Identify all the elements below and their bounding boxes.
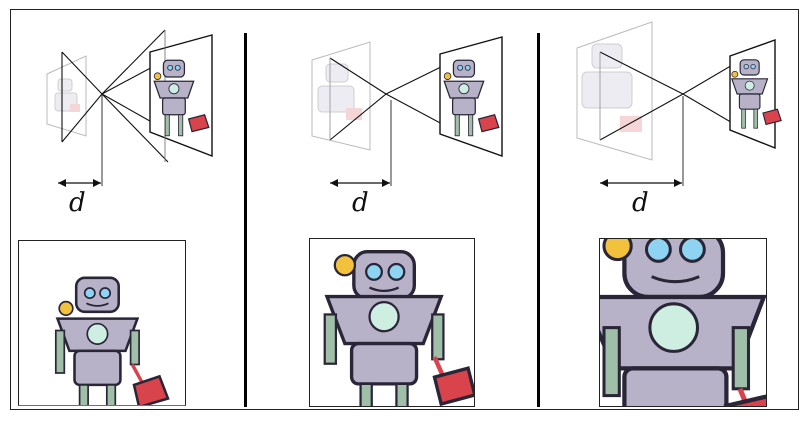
panel-divider-2 — [537, 33, 540, 407]
antenna-bulb — [333, 253, 357, 277]
panel-1-object-plane — [46, 55, 87, 137]
panel-3-ghost-robot — [581, 43, 642, 132]
antenna-bulb — [58, 300, 74, 317]
panel-divider-1 — [244, 33, 247, 407]
figure-frame — [10, 9, 799, 410]
panel-2-distance-label: d — [352, 188, 369, 218]
panel-2-plane-robot — [443, 59, 500, 137]
panel-3-robot-image — [600, 239, 766, 406]
panel-2-thumbnail — [309, 238, 475, 407]
panel-2-ghost-robot — [317, 63, 362, 120]
dustpan — [432, 366, 474, 406]
robot-head — [622, 239, 726, 300]
panel-2-robot-image — [323, 250, 474, 406]
panel-2-rays-back — [329, 57, 387, 95]
panel-3-object-plane — [576, 21, 653, 161]
panel-2-object-plane — [311, 41, 371, 151]
panel-1-robot-image — [54, 276, 170, 405]
antenna-bulb — [602, 239, 633, 262]
panel-1-plane-robot — [153, 59, 210, 137]
dustpan — [723, 394, 766, 406]
dustpan — [132, 374, 170, 405]
panel-3-rays-back — [599, 51, 684, 95]
panel-1-distance-label: d — [69, 188, 86, 218]
panel-1-thumbnail — [18, 240, 186, 406]
panel-3-plane-robot — [730, 59, 782, 129]
panel-3-distance-label: d — [632, 188, 649, 218]
panel-3-thumbnail — [599, 238, 767, 407]
